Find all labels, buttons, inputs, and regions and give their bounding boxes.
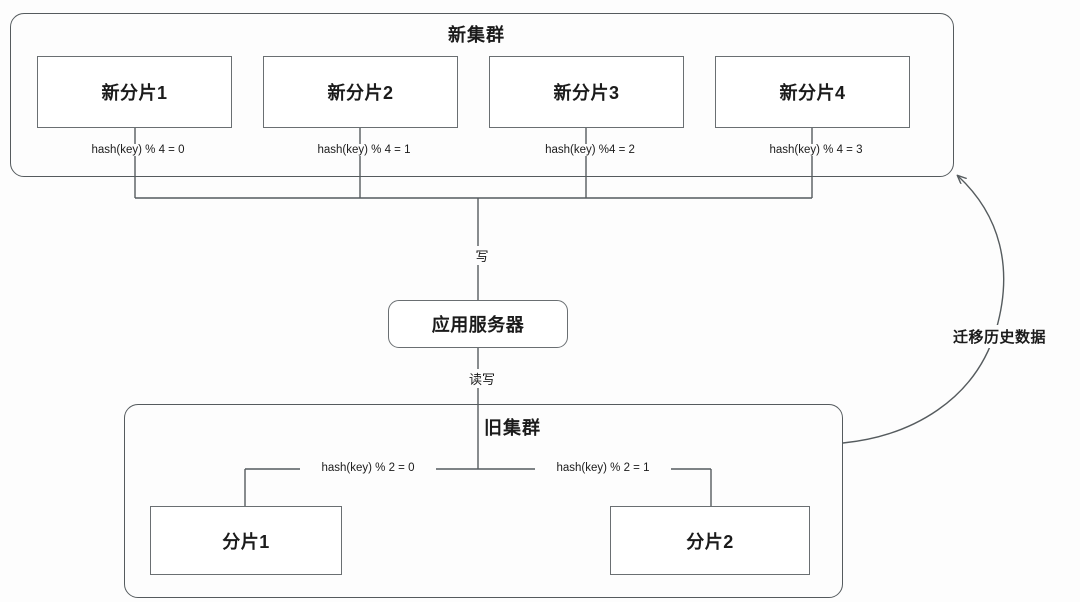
write-edge-label: 写 <box>448 246 516 265</box>
new-shard-2-hash-label: hash(key) % 4 = 1 <box>261 144 467 156</box>
old-shard-1[interactable]: 分片1 <box>150 506 342 575</box>
new-shard-1-hash-label: hash(key) % 4 = 0 <box>35 144 241 156</box>
migration-arrow <box>842 176 1005 444</box>
migration-arrow-label: 迁移历史数据 <box>950 325 1050 348</box>
new-shard-1[interactable]: 新分片1 <box>37 56 232 128</box>
new-shard-2[interactable]: 新分片2 <box>263 56 458 128</box>
readwrite-edge-label: 读写 <box>448 369 516 388</box>
new-cluster-container <box>10 13 954 177</box>
old-shard-2-hash-label: hash(key) % 2 = 1 <box>535 462 671 474</box>
new-shard-4[interactable]: 新分片4 <box>715 56 910 128</box>
new-cluster-title: 新集群 <box>448 25 505 45</box>
old-shard-2[interactable]: 分片2 <box>610 506 810 575</box>
app-server-node[interactable]: 应用服务器 <box>388 300 568 348</box>
old-cluster-title: 旧集群 <box>484 418 541 438</box>
old-cluster-container <box>124 404 843 598</box>
old-shard-1-hash-label: hash(key) % 2 = 0 <box>300 462 436 474</box>
new-shard-3[interactable]: 新分片3 <box>489 56 684 128</box>
new-shard-4-hash-label: hash(key) % 4 = 3 <box>713 144 919 156</box>
new-shard-3-hash-label: hash(key) %4 = 2 <box>487 144 693 156</box>
